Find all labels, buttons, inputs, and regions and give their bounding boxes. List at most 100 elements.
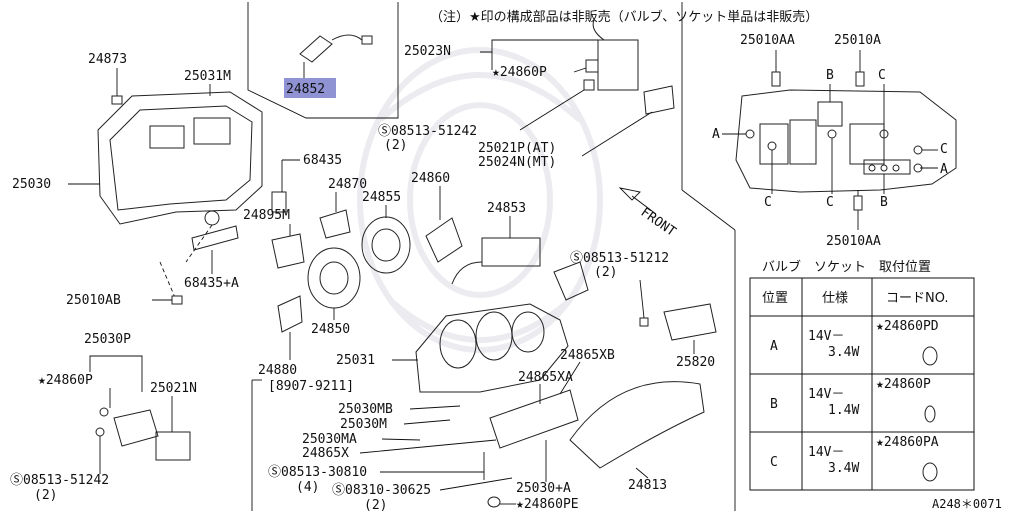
front-arrow: FRONT (618, 187, 679, 240)
table-row-spec1: 14V－ (808, 445, 844, 460)
label-25010AA-top: 25010AA (740, 33, 795, 48)
part-24895M (271, 233, 305, 269)
label-08513-51242-left: Ⓢ08513-51242 (10, 473, 109, 488)
table-row-code: ★24860PA (876, 435, 939, 450)
table-row-pos: A (770, 339, 778, 354)
gauge-24855 (361, 216, 411, 274)
bracket-part (553, 261, 589, 301)
label-68435: 68435 (303, 153, 342, 168)
connector-25030P (95, 407, 191, 461)
label-24860PE: ★24860PE (516, 497, 579, 511)
label-24870: 24870 (328, 177, 367, 192)
rear-housing-25030 (97, 91, 263, 305)
label-24865X: 24865X (302, 446, 349, 461)
label-25024N: 25024N(MT) (478, 155, 556, 170)
plate-68435A (191, 225, 239, 251)
label-08513-51242-left-qty: (2) (34, 488, 57, 503)
figure-code: A248＊0071 (932, 497, 1002, 511)
cluster-rear-view (735, 89, 957, 193)
label-08310-30625-qty: (2) (364, 498, 387, 511)
label-24860P-top: ★24860P (492, 65, 547, 80)
label-08513-51212: Ⓢ08513-51212 (570, 251, 669, 266)
bezel-25031 (415, 303, 569, 393)
label-24860P-left: ★24860P (38, 373, 93, 388)
label-24880: 24880 (258, 363, 297, 378)
table-row-code: ★24860P (876, 377, 931, 392)
harness-25023N (583, 19, 675, 115)
label-25021N: 25021N (150, 381, 197, 396)
table-row-spec2: 1.4W (828, 403, 859, 418)
label-8907: [8907-9211] (268, 379, 354, 394)
bulb-pos-C3: C (764, 195, 772, 210)
bulb-pos-B1: B (826, 68, 834, 83)
label-25010AA-bottom: 25010AA (826, 234, 881, 249)
table-row-spec1: 14V－ (808, 387, 844, 402)
bulb-pos-B2: B (880, 195, 888, 210)
label-25021P: 25021P(AT) (478, 141, 556, 156)
label-08513-51242-top: Ⓢ08513-51242 (378, 124, 477, 139)
table-row-spec2: 3.4W (828, 345, 859, 360)
switch-25820 (663, 303, 717, 341)
label-24873: 24873 (88, 52, 127, 67)
table-header-spec: 仕様 (822, 291, 848, 306)
table-title: バルブ ソケット 取付位置 (762, 259, 931, 275)
label-25031: 25031 (336, 353, 375, 368)
label-24852: 24852 (286, 82, 325, 97)
label-25820: 25820 (676, 355, 715, 370)
bulb-pos-C4: C (826, 195, 834, 210)
bulb-icon-B (924, 405, 936, 423)
table-row-spec2: 3.4W (828, 461, 859, 476)
bulb-pos-C2: C (940, 142, 948, 157)
inset-24852: 24852 (247, 2, 399, 119)
table-row-spec1: 14V－ (808, 329, 844, 344)
watermark-emblem (357, 47, 603, 353)
highlight-24852 (284, 78, 336, 98)
part-24880 (277, 295, 303, 333)
lens-24813 (569, 381, 705, 469)
label-25030: 25030 (12, 177, 51, 192)
table-row-pos: B (770, 397, 778, 412)
label-24865XA: 24865XA (518, 370, 573, 385)
label-24860: 24860 (411, 171, 450, 186)
label-08513-51242-top-qty: (2) (384, 138, 407, 153)
bulb-pos-A1: A (712, 127, 720, 142)
gauge-24860 (425, 217, 463, 263)
bulb-socket-table: バルブ ソケット 取付位置 位置 仕様 コードNO. A 14V－ 3.4W ★… (749, 259, 975, 491)
part-24870 (319, 209, 351, 239)
label-24813: 24813 (628, 478, 667, 493)
label-25031M: 25031M (184, 69, 231, 84)
label-25023N: 25023N (404, 44, 451, 59)
label-68435A: 68435+A (184, 276, 239, 291)
label-25010AB: 25010AB (66, 293, 121, 308)
part-24853 (481, 237, 541, 267)
label-25030P: 25030P (84, 332, 131, 347)
gauge-24850 (307, 247, 361, 309)
table-header-pos: 位置 (762, 291, 788, 306)
label-24853: 24853 (487, 201, 526, 216)
label-08513-30810-qty: (4) (296, 480, 319, 495)
label-25030MA: 25030MA (302, 432, 357, 447)
label-08310-30625: Ⓢ08310-30625 (332, 483, 431, 498)
label-24850: 24850 (311, 322, 350, 337)
label-25010A: 25010A (834, 33, 881, 48)
bulb-icon-C (922, 462, 938, 482)
bulb-24860PE (487, 496, 501, 508)
label-24865XB: 24865XB (560, 348, 615, 363)
part-68435 (271, 191, 287, 213)
label-25030A: 25030+A (516, 481, 571, 496)
bulb-pos-C1: C (878, 68, 886, 83)
note-text: （注）★印の構成部品は非販売（バルブ、ソケット単品は非販売） (430, 9, 818, 25)
label-front: FRONT (638, 205, 679, 240)
bracket-lower (489, 389, 579, 449)
table-row-pos: C (770, 455, 778, 470)
label-25030M: 25030M (340, 417, 387, 432)
label-25030MB: 25030MB (338, 402, 393, 417)
bulb-icon-A (922, 346, 938, 366)
label-24855: 24855 (362, 190, 401, 205)
label-24895M: 24895M (243, 208, 290, 223)
bulb-pos-A2: A (940, 162, 948, 177)
label-08513-30810: Ⓢ08513-30810 (268, 465, 367, 480)
table-header-code: コードNO. (886, 291, 949, 306)
